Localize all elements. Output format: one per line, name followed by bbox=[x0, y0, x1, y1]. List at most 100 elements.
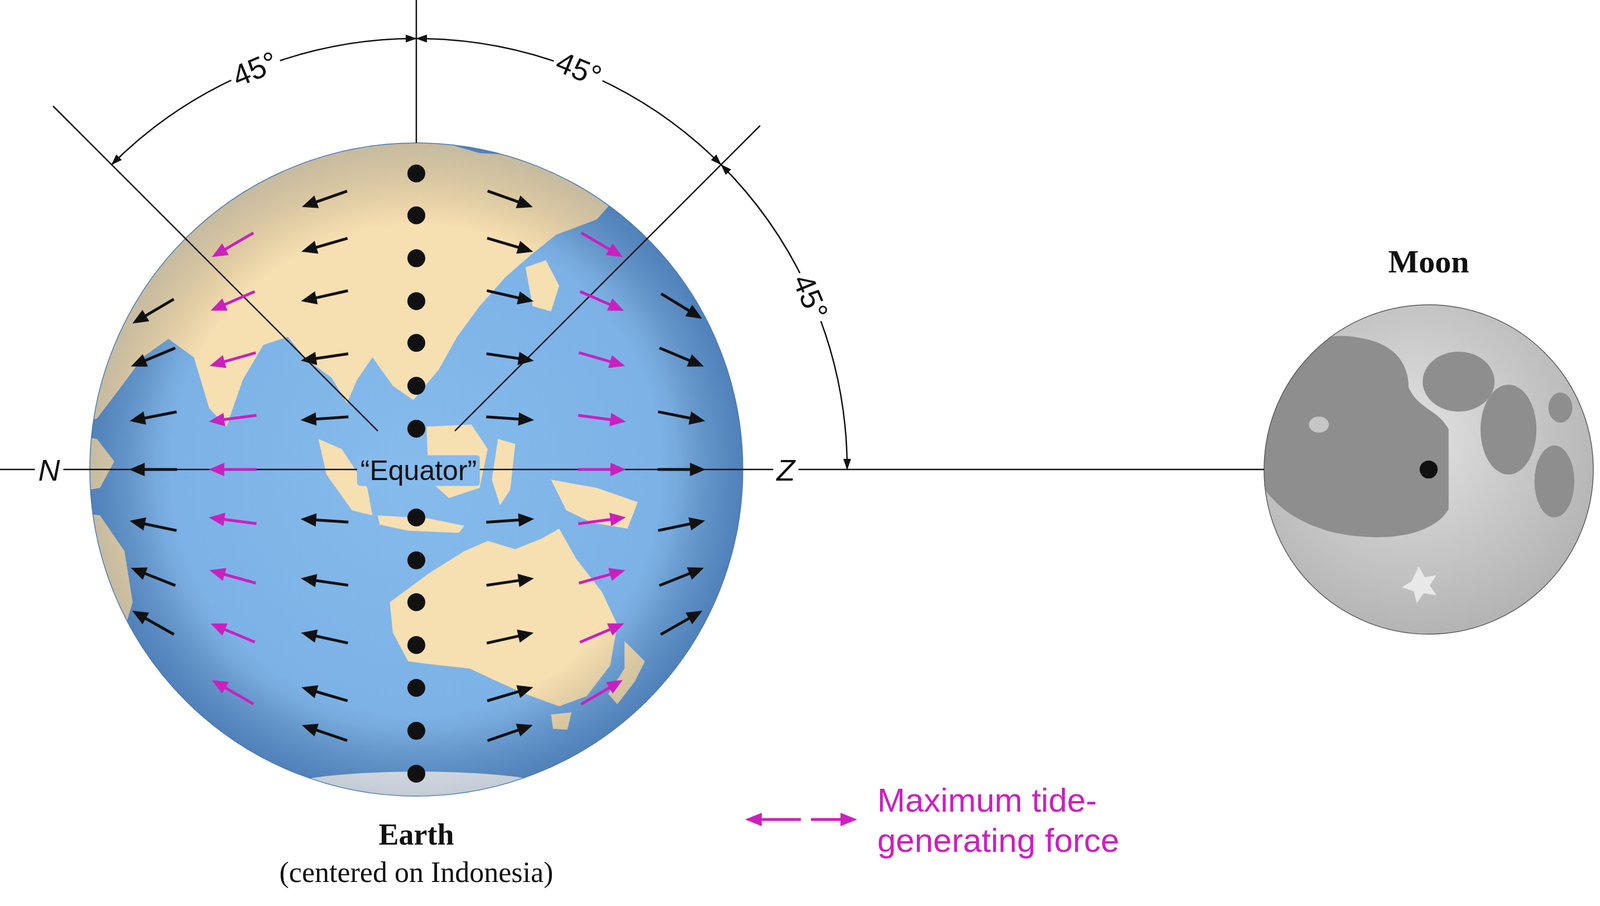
arrow-head bbox=[130, 567, 148, 580]
force-arrow bbox=[210, 623, 255, 643]
node-heading: Moon bbox=[1152, 241, 1600, 283]
arrow-head bbox=[132, 610, 150, 624]
angle-label: 45° bbox=[548, 44, 609, 95]
force-arrow bbox=[300, 513, 349, 527]
moon-disc bbox=[1259, 304, 1594, 634]
force-arrow bbox=[209, 352, 257, 368]
force-arrow bbox=[129, 411, 177, 425]
arrow-shaft bbox=[222, 628, 255, 642]
force-arrow bbox=[581, 679, 623, 704]
arrow-head bbox=[515, 195, 533, 209]
force-arrow bbox=[132, 610, 175, 634]
arrow-head bbox=[212, 243, 229, 257]
arrow-head bbox=[686, 567, 705, 580]
arrow-shaft bbox=[142, 468, 177, 472]
arrow-shaft bbox=[487, 238, 521, 249]
arrow-head bbox=[607, 623, 625, 636]
force-arrow bbox=[487, 685, 533, 701]
force-arrow bbox=[486, 573, 535, 588]
arrow-shaft bbox=[657, 523, 693, 531]
arrow-shaft bbox=[314, 519, 349, 522]
arrow-shaft bbox=[578, 573, 613, 584]
reference-lines bbox=[0, 0, 1429, 470]
arrow-shaft bbox=[659, 347, 692, 362]
force-arrow bbox=[130, 567, 176, 586]
arrow-head bbox=[300, 412, 317, 426]
arrow-head bbox=[300, 573, 317, 588]
force-arrow bbox=[486, 513, 535, 527]
arrow-head bbox=[608, 354, 626, 368]
arrow-head bbox=[208, 462, 225, 477]
arrow-shaft bbox=[314, 635, 349, 643]
arrow-shaft bbox=[486, 416, 521, 420]
force-arrow bbox=[579, 291, 624, 311]
meridian-dot bbox=[407, 508, 426, 527]
arrow-head bbox=[209, 568, 227, 581]
arrow-shaft bbox=[314, 190, 348, 203]
arrow-shaft bbox=[579, 628, 612, 642]
arrow-head bbox=[300, 351, 317, 365]
arrow-head bbox=[517, 513, 535, 527]
arrow-shaft bbox=[660, 617, 691, 635]
arrow-head bbox=[209, 354, 227, 368]
force-arrow bbox=[487, 238, 533, 254]
arrow-head bbox=[212, 679, 229, 694]
arrow-head bbox=[131, 354, 148, 367]
force-arrow bbox=[579, 623, 624, 643]
arrow-head bbox=[685, 610, 703, 624]
arrow-shaft bbox=[314, 729, 348, 741]
force-arrow bbox=[486, 629, 534, 643]
arrow-head bbox=[208, 412, 225, 427]
arrow-shaft bbox=[222, 468, 257, 472]
force-arrow bbox=[132, 299, 174, 324]
arrow-head bbox=[607, 298, 624, 311]
arrow-shaft bbox=[143, 617, 175, 635]
earth-globe bbox=[61, 134, 743, 816]
arrow-shaft bbox=[222, 352, 257, 363]
arrow-shaft bbox=[486, 353, 521, 359]
arrow-shaft bbox=[314, 353, 349, 359]
meridian-dot bbox=[407, 551, 426, 570]
meridian-dot bbox=[407, 721, 426, 740]
legend-text: Maximum tide- generating force bbox=[877, 780, 1190, 861]
arrow-shaft bbox=[486, 635, 521, 644]
arrow-shaft bbox=[314, 416, 349, 420]
arrow-head bbox=[609, 512, 626, 527]
arrow-shaft bbox=[222, 415, 257, 420]
force-arrow bbox=[578, 412, 626, 427]
legend-sample bbox=[745, 812, 858, 826]
arrow-head bbox=[516, 241, 533, 254]
angle-label: 45° bbox=[785, 266, 836, 328]
force-arrow bbox=[659, 347, 704, 367]
axis-label: Z bbox=[773, 452, 799, 488]
node-subtitle: (centered on Indonesia) bbox=[0, 853, 855, 892]
arrow-shaft bbox=[486, 519, 521, 522]
arrow-head bbox=[608, 567, 626, 581]
arrow-shaft bbox=[486, 579, 521, 585]
force-arrow bbox=[578, 352, 626, 369]
arrow-shaft bbox=[487, 729, 521, 741]
arrow-head bbox=[210, 298, 228, 311]
connector-line bbox=[742, 468, 1265, 471]
arrow-head bbox=[132, 309, 150, 324]
axis-label: N bbox=[35, 452, 64, 488]
meridian-dot bbox=[407, 678, 426, 697]
arrow-shaft bbox=[657, 411, 693, 419]
force-arrow bbox=[659, 567, 704, 586]
force-arrow bbox=[487, 723, 533, 741]
force-arrow bbox=[300, 412, 349, 426]
arrow-shaft bbox=[314, 580, 349, 586]
arrow-shaft bbox=[142, 523, 177, 531]
arrow-head bbox=[301, 723, 319, 737]
arrow-head bbox=[301, 685, 319, 699]
arrow-shaft bbox=[314, 238, 348, 248]
force-arrow bbox=[660, 610, 703, 635]
arrow-head bbox=[516, 291, 534, 305]
arrow-shaft bbox=[578, 519, 613, 524]
node-caption: Moon bbox=[1152, 241, 1600, 305]
node-caption: Earth(centered on Indonesia) bbox=[0, 815, 855, 892]
force-arrow bbox=[578, 462, 627, 477]
